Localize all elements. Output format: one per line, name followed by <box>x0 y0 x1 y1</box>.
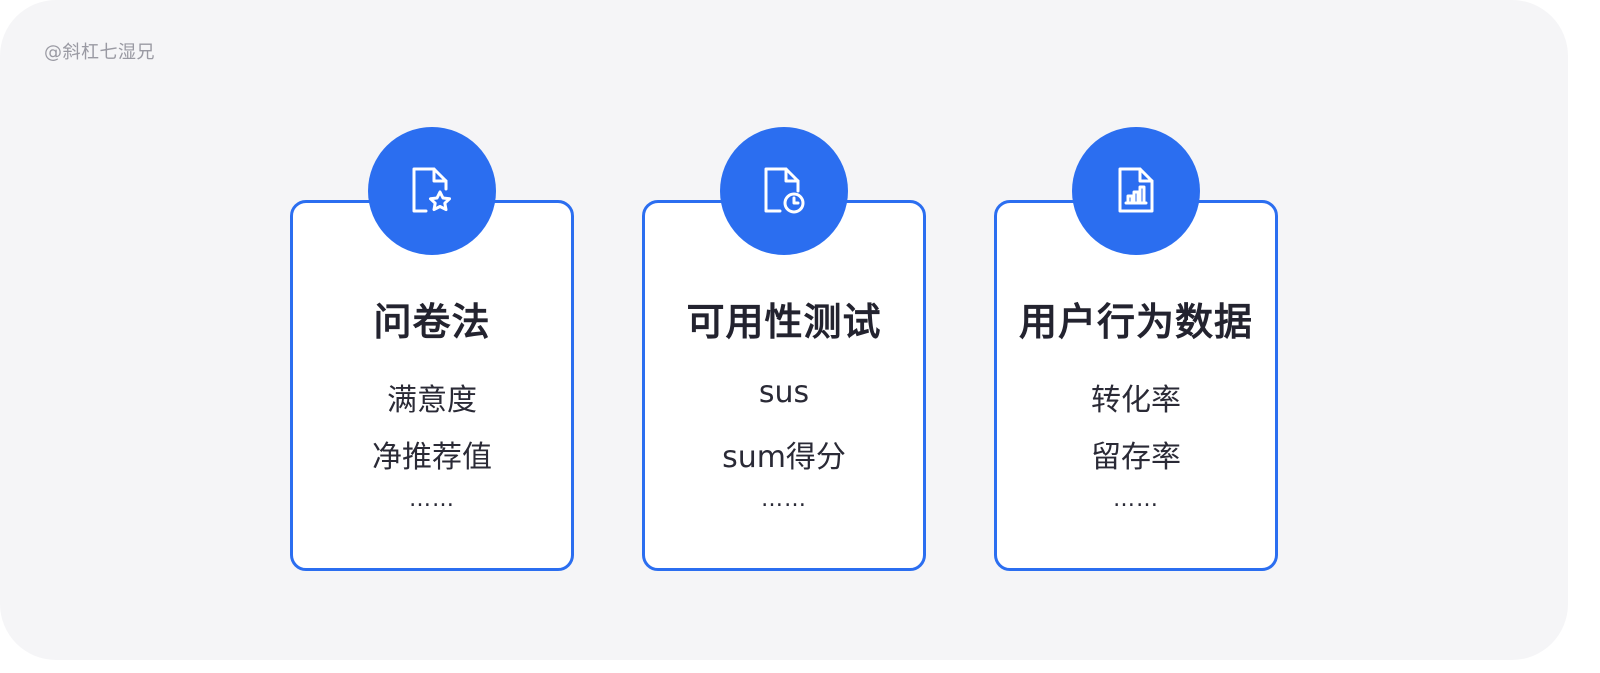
card-questionnaire: 问卷法 满意度 净推荐值 …… <box>290 127 574 571</box>
document-clock-icon <box>764 167 805 214</box>
metric-item: sus <box>758 375 810 410</box>
card-user-behavior-data: 用户行为数据 转化率 留存率 …… <box>994 127 1278 571</box>
metric-item: 净推荐值 <box>372 440 492 475</box>
metric-item: 满意度 <box>387 383 477 418</box>
card-usability-test: 可用性测试 sus sum得分 …… <box>642 127 926 571</box>
card-title: 用户行为数据 <box>1018 300 1253 344</box>
canvas: @斜杠七湿兄 问卷法 满意度 净推荐值 …… 可用性测试 sus sum得分 … <box>44 42 1278 571</box>
document-star-icon <box>412 167 451 213</box>
more-ellipsis: …… <box>761 487 807 512</box>
metric-item: 转化率 <box>1091 383 1181 418</box>
document-chart-icon <box>1118 167 1154 213</box>
card-title: 可用性测试 <box>686 300 882 344</box>
metric-item: 留存率 <box>1091 440 1181 475</box>
more-ellipsis: …… <box>409 487 455 512</box>
card-icon-badge <box>368 127 496 255</box>
metric-item: sum得分 <box>722 440 846 475</box>
more-ellipsis: …… <box>1113 487 1159 512</box>
watermark: @斜杠七湿兄 <box>44 42 155 63</box>
card-icon-badge <box>1072 127 1200 255</box>
card-icon-badge <box>720 127 848 255</box>
card-title: 问卷法 <box>373 300 491 344</box>
